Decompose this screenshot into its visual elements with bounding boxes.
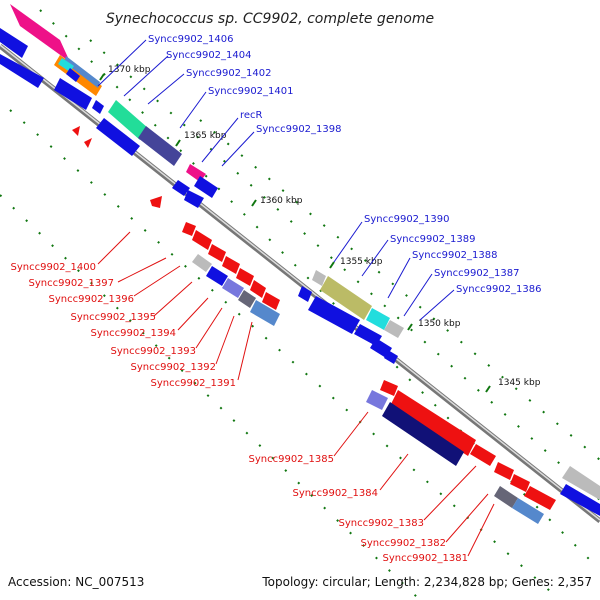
scale-ticks: 1370 kbp 1365 kbp 1360 kbp 1355 kbp 1350… [99,65,541,393]
gene-block[interactable] [54,78,92,110]
gene-block[interactable] [382,402,464,466]
gene-block[interactable] [222,278,244,298]
gene-label[interactable]: Syncc9902_1391 [151,378,237,389]
gene-block[interactable] [10,4,70,62]
gene-block[interactable] [194,176,218,198]
gene-label[interactable]: Syncc9902_1406 [148,34,234,45]
gene-block[interactable] [92,100,104,114]
gene-block[interactable] [384,320,404,338]
gene-label[interactable]: Syncc9902_1400 [11,262,97,273]
gene-block[interactable] [562,466,600,500]
kbp-label-1350: 1350 kbp [418,319,461,329]
gene-block[interactable] [238,290,256,308]
gene-block[interactable] [380,380,398,396]
gene-block[interactable] [138,126,182,166]
gene-block[interactable] [150,196,162,208]
gene-block[interactable] [0,54,44,88]
gene-block[interactable] [222,256,240,274]
leader-lines-upper [97,39,455,321]
gene-block[interactable] [366,308,390,330]
gene-cluster-upper-left [0,4,218,208]
kbp-label-1370: 1370 kbp [108,65,151,75]
gene-label[interactable]: Syncc9902_1395 [71,312,157,323]
kbp-label-1365: 1365 kbp [184,131,227,141]
upper-gene-labels: Syncc9902_1406 Syncc9902_1404 Syncc9902_… [148,34,542,295]
gene-block[interactable] [0,28,28,58]
gene-block[interactable] [494,486,518,508]
gene-block[interactable] [236,268,254,286]
gene-block[interactable] [208,244,226,262]
gene-label[interactable]: Syncc9902_1388 [412,250,498,261]
gene-block[interactable] [192,230,212,250]
gene-block[interactable] [192,254,212,272]
gene-block[interactable] [308,296,360,334]
map-title: Synechococcus sp. CC9902, complete genom… [106,11,434,27]
gene-label[interactable]: Syncc9902_1382 [361,538,447,549]
gene-block[interactable] [182,222,196,236]
gene-block[interactable] [510,474,530,492]
gene-label[interactable]: Syncc9902_1387 [434,268,520,279]
kbp-label-1360: 1360 kbp [260,196,303,206]
gene-label[interactable]: Syncc9902_1396 [49,294,135,305]
gene-block[interactable] [262,292,280,310]
gene-label[interactable]: Syncc9902_1386 [456,284,542,295]
gene-label[interactable]: Syncc9902_1381 [383,553,469,564]
gene-label[interactable]: Syncc9902_1402 [186,68,272,79]
gene-block[interactable] [312,270,326,286]
gene-block[interactable] [206,266,228,286]
gene-block[interactable] [84,138,92,148]
gene-label[interactable]: Syncc9902_1393 [111,346,197,357]
gene-label[interactable]: Syncc9902_1390 [364,214,450,225]
gene-block[interactable] [250,300,280,326]
gene-block[interactable] [64,56,100,88]
gene-block[interactable] [470,444,496,466]
gene-label[interactable]: Syncc9902_1404 [166,50,252,61]
gene-cluster-middle-right [298,270,404,364]
gene-block[interactable] [390,390,476,456]
genome-summary-text: Topology: circular; Length: 2,234,828 bp… [261,575,592,589]
gene-block[interactable] [366,390,388,410]
accession-text: Accession: NC_007513 [8,575,144,589]
gene-block[interactable] [494,462,514,480]
gene-label[interactable]: Syncc9902_1383 [339,518,425,529]
gene-block[interactable] [512,498,544,524]
gene-block[interactable] [72,126,80,136]
gene-block[interactable] [66,68,80,82]
gene-block[interactable] [560,484,600,516]
gene-label[interactable]: Syncc9902_1389 [390,234,476,245]
gene-cluster-middle-lower [182,222,280,326]
gene-block[interactable] [108,100,148,140]
kbp-label-1345: 1345 kbp [498,378,541,388]
gene-label[interactable]: Syncc9902_1394 [91,328,177,339]
kbp-label-1355: 1355 kbp [340,257,383,267]
gene-label[interactable]: recR [240,110,263,121]
gene-block[interactable] [320,276,372,320]
gene-label[interactable]: Syncc9902_1385 [249,454,335,465]
dotted-guides [0,9,600,600]
gene-label[interactable]: Syncc9902_1398 [256,124,342,135]
gene-block[interactable] [96,118,140,156]
gene-block[interactable] [172,180,190,196]
leader-lines-lower [97,231,495,557]
gene-block[interactable] [298,286,312,302]
gene-label[interactable]: Syncc9902_1397 [29,278,115,289]
gene-cluster-lower-right [366,380,600,524]
gene-block[interactable] [524,486,556,510]
gene-block[interactable] [250,280,266,298]
lower-gene-labels: Syncc9902_1400 Syncc9902_1397 Syncc9902_… [11,262,469,564]
gene-label[interactable]: Syncc9902_1392 [131,362,217,373]
gene-label[interactable]: Syncc9902_1401 [208,86,294,97]
gene-block[interactable] [184,190,204,208]
gene-label[interactable]: Syncc9902_1384 [293,488,379,499]
gene-block[interactable] [384,350,398,364]
